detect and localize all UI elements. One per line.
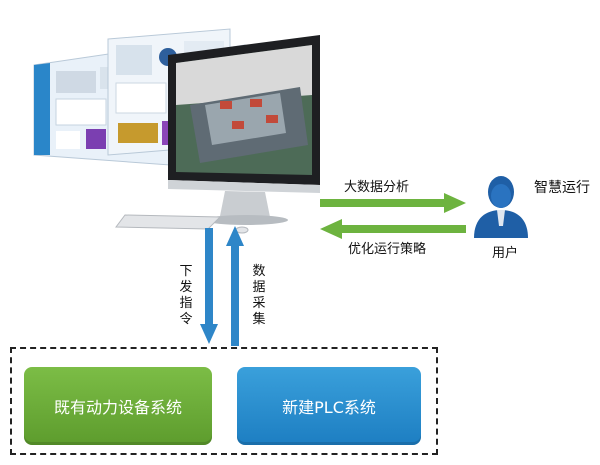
smart-ops-label: 智慧运行 <box>534 180 590 196</box>
up-arrow-label: 数 据 采 集 <box>252 264 266 327</box>
arrow-right-label: 大数据分析 <box>344 180 410 195</box>
new-plc-system-label: 新建PLC系统 <box>282 398 376 417</box>
arrow-optimize-strategy <box>320 219 466 239</box>
arrow-up-collect <box>226 226 244 346</box>
existing-power-system-box: 既有动力设备系统 <box>24 367 212 445</box>
down-arrow-label: 下 发 指 令 <box>179 264 193 327</box>
user-icon <box>474 176 528 238</box>
existing-power-system-label: 既有动力设备系统 <box>53 398 182 417</box>
new-plc-system-box: 新建PLC系统 <box>237 367 421 445</box>
systems-container <box>10 347 438 455</box>
user-label: 用户 <box>492 246 519 261</box>
monitor-illustration <box>33 28 320 234</box>
arrow-down-command <box>200 228 218 344</box>
arrow-big-data-analysis <box>320 193 466 213</box>
arrow-left-label: 优化运行策略 <box>348 242 427 257</box>
desktop-monitor <box>168 35 320 225</box>
keyboard <box>115 214 222 230</box>
